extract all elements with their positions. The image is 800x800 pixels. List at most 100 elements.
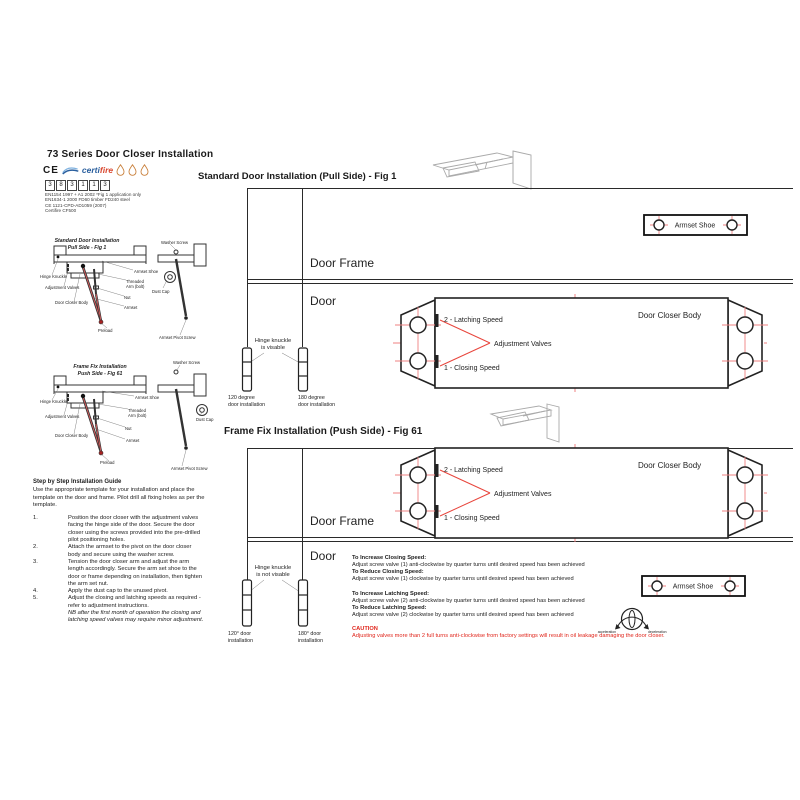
installation-guide: Step by Step Installation Guide Use the … bbox=[33, 479, 205, 625]
part-label-armset-shoe: Armset Shoe bbox=[134, 269, 159, 274]
caution-heading: CAUTION bbox=[352, 626, 378, 632]
fig61-120-label-2: installation bbox=[228, 638, 253, 644]
fig1-install-labels: 120 degree door installation 180 degree … bbox=[228, 395, 335, 408]
guide-step: 2.Attach the armset to the pivot on the … bbox=[33, 544, 192, 558]
small-fig61-title-2: Push Side - Fig 61 bbox=[78, 371, 123, 377]
fig61-door-closer-body-diagram: 2 - Latching Speed 1 - Closing Speed Adj… bbox=[393, 444, 771, 542]
part-label-adjustment-valves: Adjustment Valves bbox=[45, 285, 79, 290]
speed-valve-dial-diagram: acceleration deceleration bbox=[598, 607, 667, 634]
part-label-armset-pivot-screw: Armset Pivot Screw bbox=[171, 466, 209, 471]
part-label-threaded-arm: Threaded bbox=[128, 408, 147, 413]
fig61-right-edge-line bbox=[302, 448, 303, 580]
acceleration-label: acceleration bbox=[598, 630, 616, 634]
fig1-hinge-note-2: is visable bbox=[261, 345, 285, 351]
part-label-door-closer-body: Door Closer Body bbox=[55, 433, 89, 438]
caution-block: CAUTION Adjusting valves more than 2 ful… bbox=[352, 626, 792, 640]
guide-note: NB after the first month of operation th… bbox=[68, 610, 204, 624]
fig1-hinges bbox=[241, 347, 309, 392]
fig61-180-label-1: 180° door bbox=[298, 631, 321, 637]
fig61-hinge-note-1: Hinge knuckle bbox=[255, 565, 291, 571]
fig61-closing-valve bbox=[435, 505, 439, 518]
cert-digit-box: 8 bbox=[56, 180, 66, 191]
guide-step: 4.Apply the dust cap to the unused pivot… bbox=[33, 588, 168, 595]
adjust-block: To Increase Closing Speed: Adjust screw … bbox=[352, 555, 585, 568]
fig61-armset-shoe-diagram: Armset Shoe bbox=[641, 575, 746, 597]
adjust-block: To Reduce Latching Speed: Adjust screw v… bbox=[352, 605, 574, 618]
part-label-armset: Armset bbox=[124, 305, 138, 310]
fig1-3d-sketch-icon bbox=[432, 150, 532, 190]
part-label-dust-cap: Dust Cap bbox=[152, 289, 170, 294]
guide-step: 1.Position the door closer with the adju… bbox=[33, 515, 201, 544]
small-fig61-linework bbox=[53, 369, 208, 420]
small-fig1-leaders bbox=[51, 243, 187, 336]
part-label-preload: Preload bbox=[98, 328, 113, 333]
certifire-wordmark: certifire bbox=[81, 165, 114, 175]
part-label-threaded-arm: Threaded bbox=[126, 279, 145, 284]
fig61-180-label-2: installation bbox=[298, 638, 323, 644]
small-fig1-labels: Washer Screw Hinge Knuckle Adjustment Va… bbox=[40, 240, 197, 340]
part-label-washer-screw: Washer Screw bbox=[173, 360, 201, 365]
flame-icon bbox=[116, 164, 125, 176]
fig1-fixing-holes bbox=[409, 316, 754, 370]
fig1-right-edge-line bbox=[302, 188, 303, 347]
fig1-hinge-leaders bbox=[248, 352, 301, 364]
fig61-door-label: Door bbox=[310, 549, 337, 563]
fig1-body-label: Door Closer Body bbox=[638, 311, 701, 320]
part-label-washer-screw: Washer Screw bbox=[161, 240, 189, 245]
fig61-3d-sketch-icon bbox=[489, 403, 560, 443]
fig61-latching-label: 2 - Latching Speed bbox=[444, 467, 503, 474]
part-label-armset-shoe: Armset Shoe bbox=[135, 395, 160, 400]
small-fig61-arms bbox=[56, 385, 188, 456]
fig1-armset-shoe-diagram: Armset Shoe bbox=[643, 214, 748, 236]
fig1-door-label: Door bbox=[310, 294, 337, 308]
fig61-heading: Frame Fix Installation (Push Side) - Fig… bbox=[224, 426, 423, 437]
cert-digit-box: 3 bbox=[45, 180, 55, 191]
cert-logo-row: CE certifire bbox=[43, 164, 150, 176]
guide-step: 5.Adjust the closing and latching speeds… bbox=[33, 595, 201, 609]
fig61-adjustment-valves-label: Adjustment Valves bbox=[494, 491, 552, 498]
small-fig61-diagram: Frame Fix Installation Push Side - Fig 6… bbox=[40, 360, 214, 471]
cert-standards-text: EN1154 1997 + A1 2002 *Fig 1 application… bbox=[45, 192, 141, 213]
fig1-120-label-1: 120 degree bbox=[228, 395, 255, 401]
fig61-armset-shoe-label: Armset Shoe bbox=[673, 584, 714, 591]
cert-line: EN1634-1 2000 FD60 timber FD240 steel bbox=[45, 197, 130, 203]
fig1-door-frame-label: Door Frame bbox=[310, 256, 375, 270]
small-fig1-title-1: Standard Door Installation bbox=[55, 238, 120, 244]
fig61-hinge-note-2: is not visable bbox=[256, 572, 290, 578]
small-fig1-diagram: Standard Door Installation Pull Side - F… bbox=[40, 238, 207, 340]
guide-steps: 1.Position the door closer with the adju… bbox=[33, 515, 205, 610]
caution-text: Adjusting valves more than 2 full turns … bbox=[352, 633, 665, 639]
small-fig61-leaders bbox=[51, 364, 203, 467]
small-fig61-labels: Washer Screw Hinge Knuckle Armset Shoe A… bbox=[40, 360, 214, 471]
fig1-valve-pointer bbox=[439, 319, 491, 367]
part-label-dust-cap: Dust Cap bbox=[196, 417, 214, 422]
fig1-closing-label: 1 - Closing Speed bbox=[444, 365, 500, 372]
ce-mark: CE bbox=[43, 164, 59, 176]
fig1-adjustment-valves-label: Adjustment Valves bbox=[494, 341, 552, 348]
fig1-hinge-diagram: Hinge knuckle is visable 120 degree door… bbox=[228, 338, 335, 408]
cert-digit-box: 3 bbox=[100, 180, 110, 191]
part-label-door-closer-body: Door Closer Body bbox=[55, 300, 89, 305]
fig1-latching-label: 2 - Latching Speed bbox=[444, 317, 503, 324]
fig1-hinge-note-1: Hinge knuckle bbox=[255, 338, 291, 344]
fig61-valve-pointer bbox=[439, 469, 491, 517]
small-fig1-title-2: Pull Side - Fig 1 bbox=[68, 245, 107, 251]
fig1-closing-valve bbox=[435, 355, 439, 368]
part-label-adjustment-valves: Adjustment Valves bbox=[45, 414, 79, 419]
cert-line: CE 1121-CPD-AD1059 (2007) bbox=[45, 202, 107, 208]
deceleration-label: deceleration bbox=[648, 630, 667, 634]
flame-icon bbox=[140, 164, 149, 176]
part-label-nut: Nut bbox=[124, 295, 131, 300]
fig61-door-frame-label: Door Frame bbox=[310, 514, 375, 528]
fig61-120-label-1: 120° door bbox=[228, 631, 251, 637]
fig61-fixing-holes bbox=[409, 466, 754, 520]
cert-line: Certifire CF500 bbox=[45, 207, 77, 213]
cert-digit-box: 3 bbox=[67, 180, 77, 191]
fig1-heading: Standard Door Installation (Pull Side) -… bbox=[198, 171, 397, 182]
part-label-preload: Preload bbox=[100, 460, 115, 465]
fig1-frame-door-separator bbox=[248, 279, 793, 284]
fig61-latching-valve bbox=[435, 464, 439, 477]
fig61-body-label: Door Closer Body bbox=[638, 461, 701, 470]
fig61-closing-label: 1 - Closing Speed bbox=[444, 515, 500, 522]
fig1-left-edge-line bbox=[247, 188, 248, 347]
